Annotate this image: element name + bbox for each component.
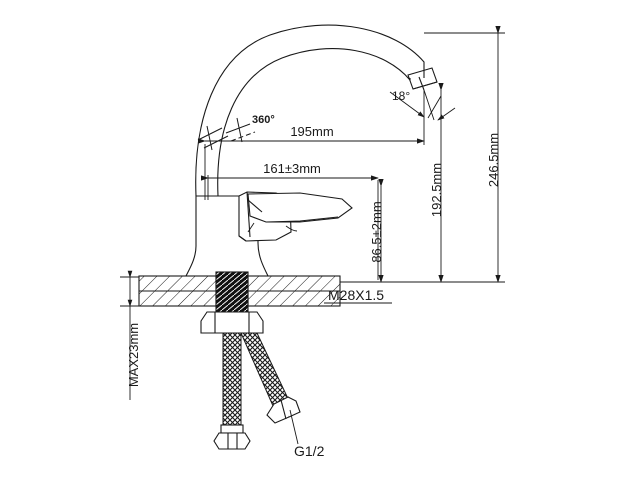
overall-height-label: 246.5mm [486, 133, 501, 187]
handle-lever-blade [247, 192, 353, 223]
shank-thread-label: M28X1.5 [328, 287, 384, 303]
hose-thread-label: G1/2 [294, 443, 325, 459]
hose-nut-angled [266, 396, 301, 424]
mounting-nut [200, 311, 264, 334]
spout-height-label: 192.5mm [429, 163, 444, 217]
handle-detail-lines [247, 222, 298, 233]
hose-thread-leader [289, 409, 299, 445]
outlet-angle-leader [389, 89, 456, 121]
handle-reach-label: 161±3mm [263, 161, 321, 176]
hose-nut-straight [213, 424, 251, 450]
supply-hose-straight [222, 332, 242, 432]
threaded-shank [215, 271, 249, 313]
counter-thickness-label: MAX23mm [126, 323, 141, 387]
spout-outlet [407, 67, 438, 91]
spout-outline [195, 24, 425, 197]
spout-reach-label: 195mm [290, 124, 333, 139]
shank-thread-leader [248, 290, 392, 304]
handle-height-label: 86.5±2mm [369, 201, 384, 262]
outlet-angle-label: 18° [392, 89, 410, 103]
swivel-angle-label: 360° [252, 114, 275, 126]
